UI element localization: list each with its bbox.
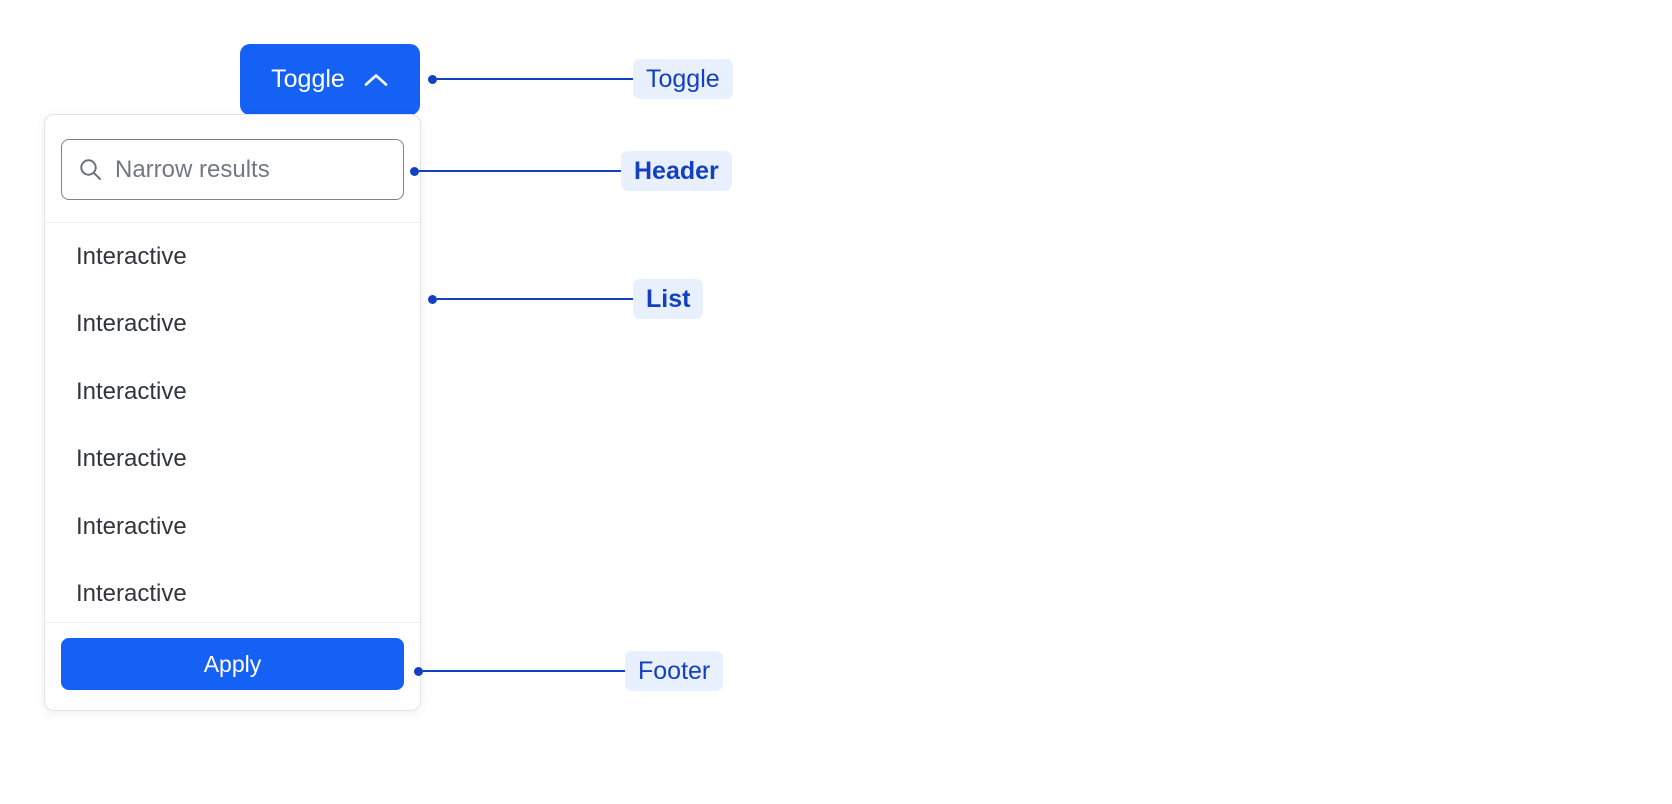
annotation-dot [428, 74, 437, 84]
list-item-label: Interactive [76, 242, 187, 270]
annotation-label: List [633, 278, 704, 320]
list-item-label: Interactive [76, 580, 187, 608]
chevron-up-icon [363, 72, 389, 88]
list-item[interactable]: Interactive [45, 358, 420, 426]
annotation-label: Footer [625, 650, 724, 692]
list-item[interactable]: Interactive [45, 426, 420, 494]
dropdown-panel: Interactive Interactive Interactive Inte… [44, 114, 421, 711]
dropdown-footer: Apply [45, 622, 420, 710]
annotation-label: Header [621, 150, 732, 192]
list-item[interactable]: Interactive [45, 493, 420, 561]
list-item[interactable]: Interactive [45, 291, 420, 359]
annotation-leader-line [437, 78, 633, 80]
annotation-dot [414, 666, 423, 676]
list-item-label: Interactive [76, 377, 187, 405]
annotation-dot [410, 166, 419, 176]
list-item[interactable]: Interactive [45, 223, 420, 291]
annotation-leader-line [437, 298, 633, 300]
search-field[interactable] [61, 139, 404, 200]
annotation-leader-line [423, 670, 625, 672]
list-item[interactable]: Interactive [45, 561, 420, 623]
list-item-label: Interactive [76, 512, 187, 540]
annotation-leader-line [419, 170, 621, 172]
dropdown-header [45, 115, 420, 223]
toggle-button[interactable]: Toggle [240, 44, 420, 115]
annotation-dot [428, 294, 437, 304]
search-icon [78, 157, 103, 182]
apply-button[interactable]: Apply [61, 638, 404, 690]
toggle-button-label: Toggle [271, 65, 345, 93]
list-item-label: Interactive [76, 310, 187, 338]
dropdown-list: Interactive Interactive Interactive Inte… [45, 223, 420, 622]
search-input[interactable] [115, 155, 387, 184]
list-item-label: Interactive [76, 445, 187, 473]
annotation-label: Toggle [633, 58, 733, 100]
